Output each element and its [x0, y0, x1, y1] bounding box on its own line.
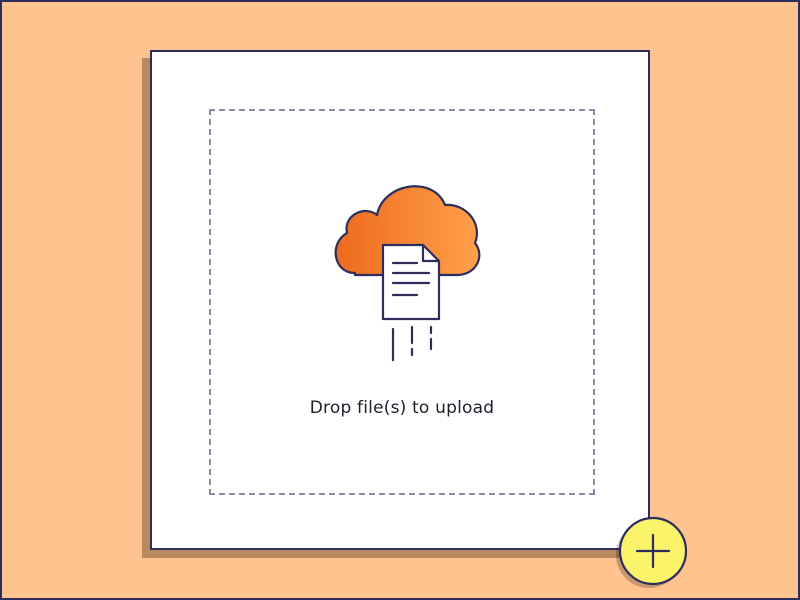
cloud-upload-document-icon	[334, 185, 481, 361]
document-fold	[421, 245, 439, 263]
drop-zone[interactable]: Drop file(s) to upload	[209, 109, 688, 588]
plus-icon	[635, 533, 671, 569]
upload-card: Drop file(s) to upload	[150, 50, 688, 588]
cloud-shape	[334, 185, 481, 277]
add-file-button[interactable]	[616, 516, 690, 590]
drop-label: Drop file(s) to upload	[309, 398, 495, 418]
